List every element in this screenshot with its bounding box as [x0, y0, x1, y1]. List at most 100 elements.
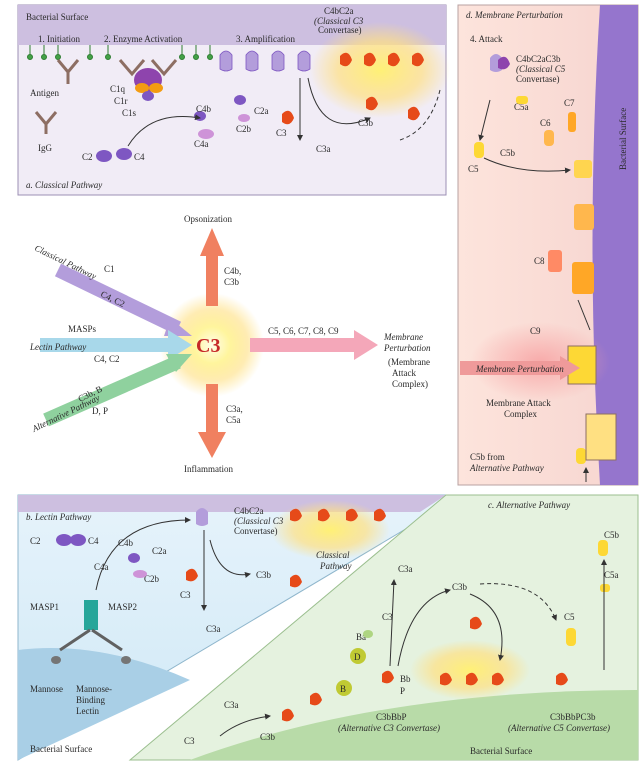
c5b-from-label: C5b from — [470, 452, 505, 462]
masp2-label: MASP2 — [108, 602, 137, 612]
mac-center-label-1: (Membrane — [388, 357, 430, 367]
c4b-label: C4b — [118, 538, 134, 548]
c5-c-label: C5 — [564, 612, 575, 622]
mbl-label-2: Binding — [76, 695, 106, 705]
c5-label: C5 — [468, 164, 479, 174]
c3b-label: C3b — [358, 118, 374, 128]
mac-label-1: Membrane Attack — [486, 398, 551, 408]
c5a-c-label: C5a — [604, 570, 619, 580]
membrane-label-2: Perturbation — [383, 343, 431, 353]
c1s-label: C1s — [122, 108, 137, 118]
c5-convertase-label-2: (Classical C5 — [516, 64, 566, 74]
c5a-label: C5a — [514, 102, 529, 112]
c3a-c5a-label-2: C5a — [226, 415, 241, 425]
c3-convertase-label: C4bC2a — [324, 6, 354, 16]
bb-label: Bb — [400, 674, 411, 684]
c3-left-label: C3 — [184, 736, 195, 746]
c5-convertase-shape — [490, 54, 510, 72]
c3a-top-label: C3a — [398, 564, 413, 574]
alternative-pathway-label: Alternative Pathway — [30, 392, 102, 434]
c2a-label: C2a — [254, 106, 269, 116]
c2b-label: C2b — [236, 124, 252, 134]
c4a-label: C4a — [194, 139, 209, 149]
c3b-b-label: C3b — [256, 570, 272, 580]
lectin-soluble-proteins — [56, 508, 386, 588]
masp1-label: MASP1 — [30, 602, 59, 612]
opsonization-label: Opsonization — [184, 214, 232, 224]
c3a-label: C3a — [316, 144, 331, 154]
c7-label: C7 — [564, 98, 575, 108]
panel-c-caption: c. Alternative Pathway — [488, 500, 570, 510]
c5-convertase-label-3: Convertase) — [516, 74, 559, 84]
c4-label: C4 — [88, 536, 99, 546]
antigen-label: Antigen — [30, 88, 59, 98]
c5b-from-label-2: Alternative Pathway — [469, 463, 544, 473]
c3-c-label: C3 — [382, 612, 393, 622]
c5-yellow-fragments — [566, 540, 610, 646]
c3-convertase-b-label-2: (Classical C3 — [234, 516, 284, 526]
c4b-c3b-label-1: C4b, — [224, 266, 241, 276]
p-label: P — [400, 686, 405, 696]
c1r-label: C1r — [114, 96, 128, 106]
antigen-pins — [27, 45, 213, 60]
masps-label: MASPs — [68, 324, 97, 334]
step-amplification: 3. Amplification — [236, 34, 295, 44]
igg-label: IgG — [38, 143, 52, 153]
panel-d-surface-label: Bacterial Surface — [618, 108, 628, 170]
membrane-perturbation-label: Membrane Perturbation — [475, 364, 564, 374]
c3-convertase-b-label: C4bC2a — [234, 506, 264, 516]
c3-convertase-label-3: Convertase) — [318, 25, 361, 35]
c3-label: C3 — [276, 128, 287, 138]
c4b-label: C4b — [196, 104, 212, 114]
c1q-label: C1q — [110, 84, 126, 94]
alt-c5-convertase-label: C3bBbPC3b — [550, 712, 596, 722]
mac-components — [474, 96, 617, 464]
lectin-pathway-label: Lectin Pathway — [29, 342, 86, 352]
c2-label: C2 — [30, 536, 41, 546]
c3b-c-label: C3b — [260, 732, 276, 742]
center-c3-hub: C3 Opsonization C4b, C3b Classical Pathw… — [29, 214, 431, 474]
factor-b-d-shapes: B D — [336, 630, 373, 696]
mac-center-label-3: Complex) — [392, 379, 428, 389]
factor-d-label: D — [354, 652, 361, 662]
panel-b-caption: b. Lectin Pathway — [26, 512, 91, 522]
alt-c3b-fragments — [282, 616, 568, 722]
panel-a-caption: a. Classical Pathway — [26, 180, 102, 190]
c4b-c3b-label-2: C3b — [224, 277, 240, 287]
c1-complex — [118, 59, 178, 101]
step-attack: 4. Attack — [470, 34, 503, 44]
c3a-c-label: C3a — [224, 700, 239, 710]
c2-label: C2 — [82, 152, 93, 162]
panel-classical-pathway: Bacterial Surface 1. Initiation 2. Enzym… — [17, 4, 450, 196]
c5b-label: C5b — [500, 148, 516, 158]
c4-c2-label-b: C4, C2 — [94, 354, 120, 364]
mbl-label-1: Mannose- — [76, 684, 112, 694]
c5b-c-label: C5b — [604, 530, 620, 540]
step-enzyme-activation: 2. Enzyme Activation — [104, 34, 183, 44]
inflammation-label: Inflammation — [184, 464, 233, 474]
ba-label: Ba — [356, 632, 366, 642]
c1-label: C1 — [104, 264, 115, 274]
c4a-label: C4a — [94, 562, 109, 572]
mac-label-2: Complex — [504, 409, 537, 419]
panel-alternative-pathway: c. Alternative Pathway C5b C3a C3b C5a C… — [128, 494, 639, 761]
panel-membrane-perturbation: d. Membrane Perturbation 4. Attack C4bC2… — [457, 4, 639, 486]
c8-label: C8 — [534, 256, 545, 266]
alt-c3-convertase-label: C3bBbP — [376, 712, 407, 722]
classical-pathway-b-label: Classical — [316, 550, 350, 560]
c3a-c5a-label-1: C3a, — [226, 404, 243, 414]
c5-c9-label: C5, C6, C7, C8, C9 — [268, 326, 339, 336]
panel-lectin-pathway: b. Lectin Pathway C2 C4 C4b C4a C2a C2b … — [17, 494, 447, 761]
mbl-label-3: Lectin — [76, 706, 99, 716]
c3b-top-label: C3b — [452, 582, 468, 592]
c4-label: C4 — [134, 152, 145, 162]
membrane-c4b-proteins — [219, 50, 311, 72]
mannose-label: Mannose — [30, 684, 63, 694]
panel-c-surface-label: Bacterial Surface — [470, 746, 532, 756]
d-p-label: D, P — [92, 406, 108, 416]
panel-d-title: d. Membrane Perturbation — [466, 10, 563, 20]
c3a-b-label: C3a — [206, 624, 221, 634]
factor-b-label: B — [340, 684, 346, 694]
c3b-fragments — [282, 52, 424, 125]
